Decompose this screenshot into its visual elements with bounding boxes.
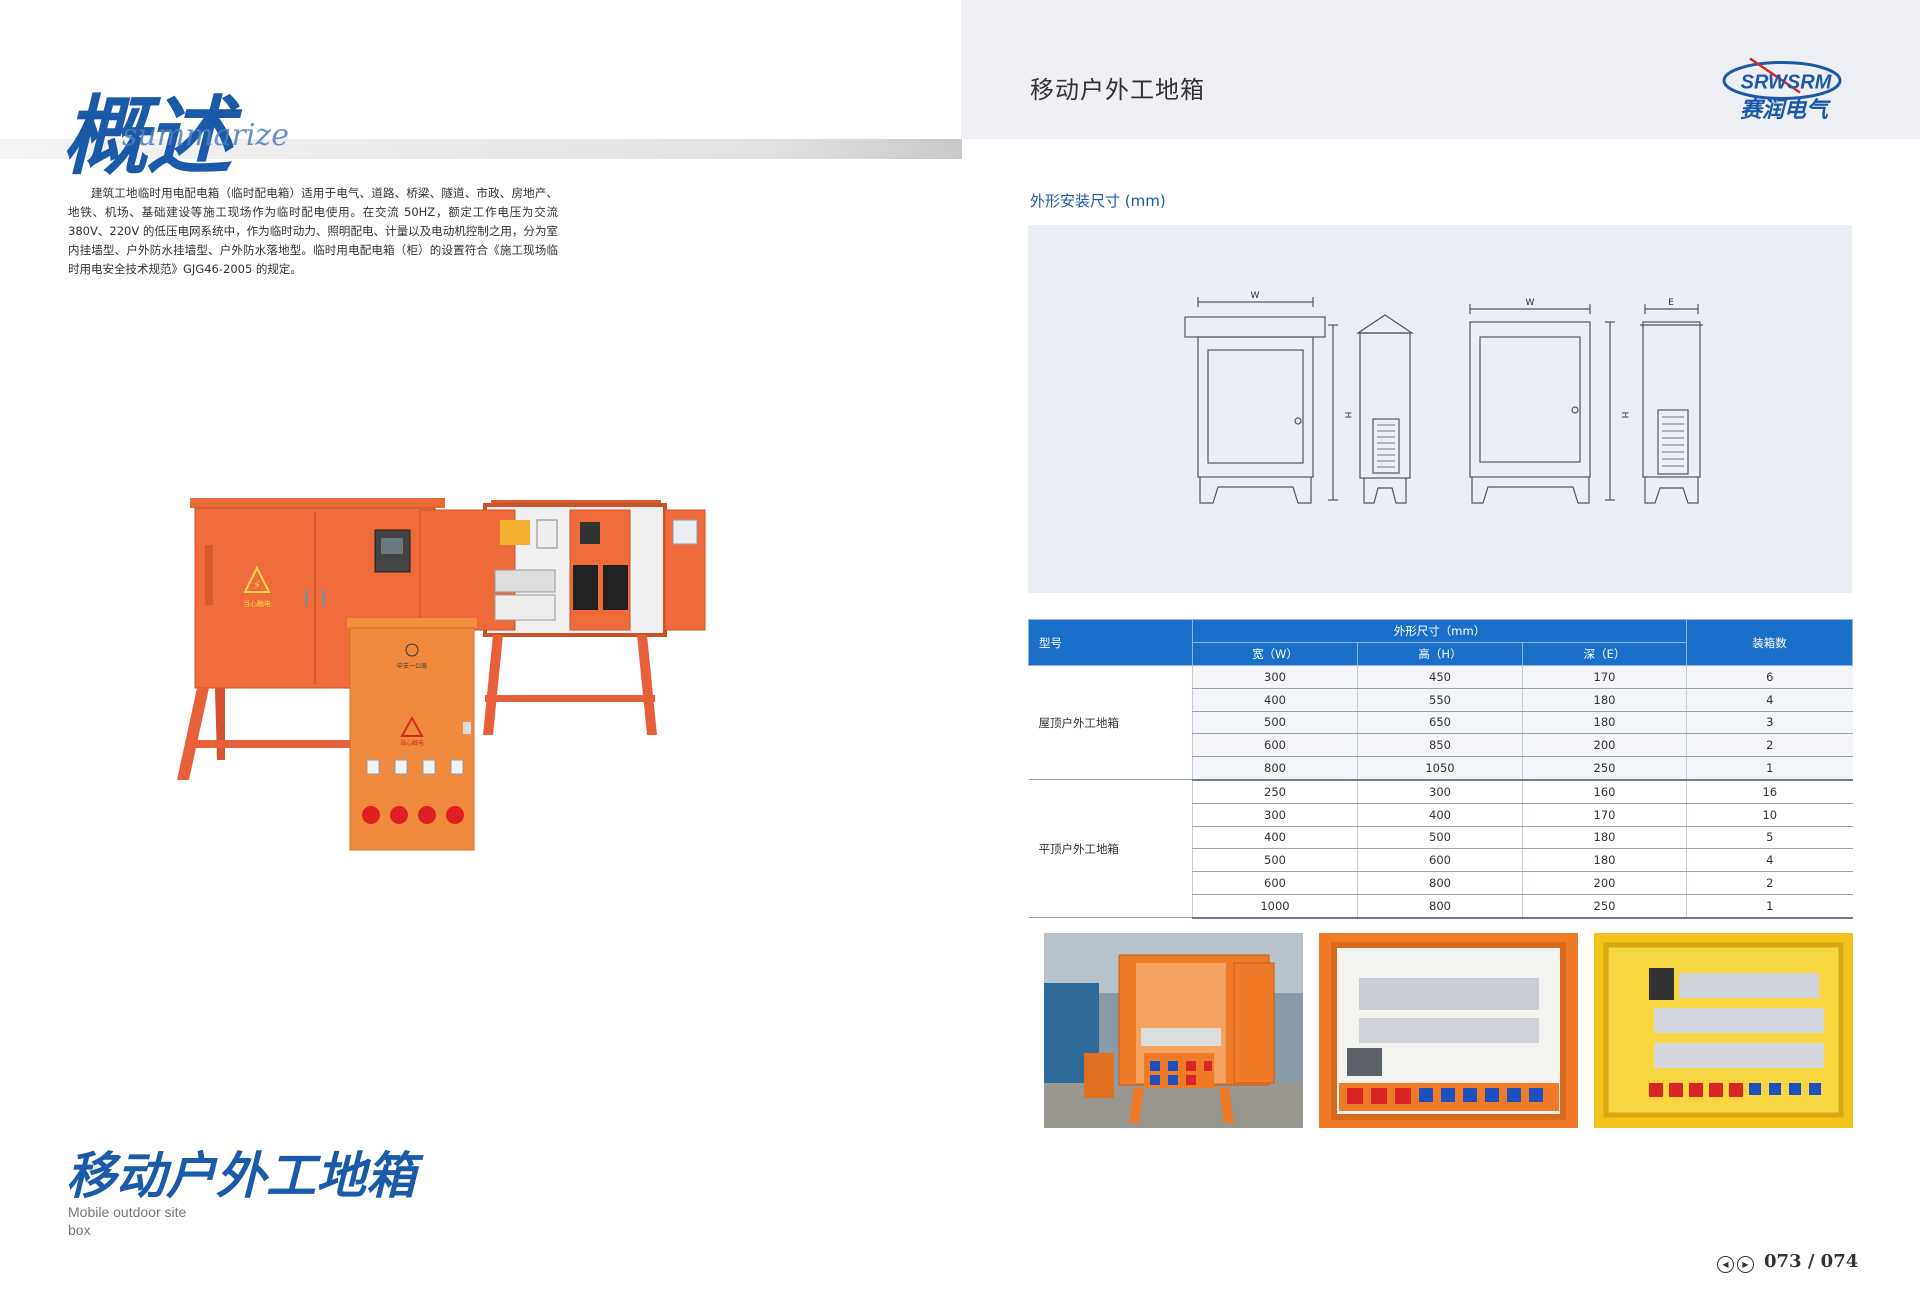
depth-cell: 170 — [1521, 665, 1687, 689]
width-cell: 500 — [1192, 711, 1358, 735]
front-warning-label: 当心触电 — [400, 739, 424, 747]
intro-paragraph: 建筑工地临时用电配电箱（临时配电箱）适用于电气、道路、桥梁、隧道、市政、房地产、… — [68, 186, 558, 276]
overview-heading: 概述 — [62, 87, 232, 187]
width-cell: 600 — [1192, 733, 1358, 758]
front-cabinet: 中支一公局 当心触电 — [347, 618, 477, 851]
product-title-en: Mobile outdoor site box — [68, 1204, 187, 1238]
qty-cell: 4 — [1686, 848, 1853, 873]
header-title: 移动户外工地箱 — [1030, 76, 1205, 104]
qty-cell: 1 — [1686, 894, 1853, 919]
diagram-label-h2: H — [1619, 412, 1629, 419]
depth-cell: 250 — [1521, 756, 1687, 781]
width-cell: 250 — [1192, 779, 1358, 804]
col-depth: 深（E） — [1521, 642, 1688, 666]
height-cell: 1050 — [1357, 756, 1523, 781]
prev-page-icon[interactable]: ◀ — [1717, 1256, 1734, 1273]
depth-cell: 170 — [1521, 803, 1687, 827]
photo-site-box-1 — [1044, 933, 1303, 1128]
product-cabinets-illustration: ⚡ 当心触电 中支一公局 当心触电 — [177, 498, 706, 851]
height-cell: 500 — [1357, 826, 1523, 850]
depth-cell: 160 — [1521, 779, 1687, 804]
front-panel-label: 中支一公局 — [397, 662, 427, 670]
qty-cell: 16 — [1686, 779, 1853, 804]
height-cell: 800 — [1357, 871, 1523, 895]
width-cell: 800 — [1192, 756, 1358, 781]
header-band — [961, 0, 1920, 139]
logo-swoosh-icon — [1722, 61, 1842, 100]
height-cell: 600 — [1357, 848, 1523, 873]
col-width: 宽（W） — [1192, 642, 1358, 666]
brand-logo: SRWSRM — [1722, 57, 1842, 100]
open-cabinet — [419, 500, 706, 735]
warning-label: 当心触电 — [243, 599, 271, 608]
height-cell: 450 — [1357, 665, 1523, 689]
col-height: 高（H） — [1357, 642, 1523, 666]
col-dimensions: 外形尺寸（mm） — [1191, 619, 1688, 643]
depth-cell: 180 — [1521, 688, 1687, 712]
model-group-name: 平顶户外工地箱 — [1028, 779, 1193, 919]
depth-cell: 180 — [1521, 711, 1687, 735]
height-cell: 800 — [1357, 894, 1523, 919]
width-cell: 400 — [1192, 826, 1358, 850]
page-number: 073 / 074 — [1764, 1251, 1859, 1272]
qty-cell: 4 — [1686, 688, 1853, 712]
width-cell: 500 — [1192, 848, 1358, 873]
qty-cell: 10 — [1686, 803, 1853, 827]
dimension-section-label: 外形安装尺寸 (mm) — [1030, 192, 1166, 210]
diagram-label-h1: H — [1342, 412, 1352, 419]
page-nav: ◀▶ — [1717, 1254, 1757, 1273]
height-cell: 850 — [1357, 733, 1523, 758]
depth-cell: 250 — [1521, 894, 1687, 919]
photo-site-box-2 — [1319, 933, 1578, 1128]
qty-cell: 1 — [1686, 756, 1853, 781]
warning-triangle-icon — [243, 565, 271, 593]
width-cell: 300 — [1192, 665, 1358, 689]
width-cell: 400 — [1192, 688, 1358, 712]
depth-cell: 180 — [1521, 826, 1687, 850]
qty-cell: 2 — [1686, 871, 1853, 895]
width-cell: 1000 — [1192, 894, 1358, 919]
col-qty: 装箱数 — [1686, 619, 1854, 666]
diagram-label-w2: W — [1526, 298, 1535, 308]
width-cell: 300 — [1192, 803, 1358, 827]
diagram-label-e: E — [1668, 298, 1674, 308]
depth-cell: 200 — [1521, 733, 1687, 758]
model-group-name: 屋顶户外工地箱 — [1028, 665, 1193, 781]
qty-cell: 5 — [1686, 826, 1853, 850]
product-title: 移动户外工地箱 — [66, 1147, 416, 1205]
depth-cell: 200 — [1521, 871, 1687, 895]
diagram-label-w1: W — [1251, 291, 1260, 301]
dimension-diagram: W W E H H — [1028, 225, 1852, 593]
next-page-icon[interactable]: ▶ — [1737, 1256, 1754, 1273]
overview-script-subtitle: summarize — [122, 118, 289, 153]
height-cell: 300 — [1357, 779, 1523, 804]
heading-underline-bar — [0, 139, 962, 159]
depth-cell: 180 — [1521, 848, 1687, 873]
height-cell: 650 — [1357, 711, 1523, 735]
qty-cell: 6 — [1686, 665, 1853, 689]
height-cell: 400 — [1357, 803, 1523, 827]
logo-text: SRWSRM — [1741, 72, 1833, 94]
qty-cell: 3 — [1686, 711, 1853, 735]
height-cell: 550 — [1357, 688, 1523, 712]
width-cell: 600 — [1192, 871, 1358, 895]
qty-cell: 2 — [1686, 733, 1853, 758]
logo-chinese-name: 赛润电气 — [1740, 98, 1829, 123]
col-model: 型号 — [1028, 619, 1193, 666]
photo-site-box-3 — [1594, 933, 1853, 1128]
svg-text:⚡: ⚡ — [253, 578, 261, 592]
